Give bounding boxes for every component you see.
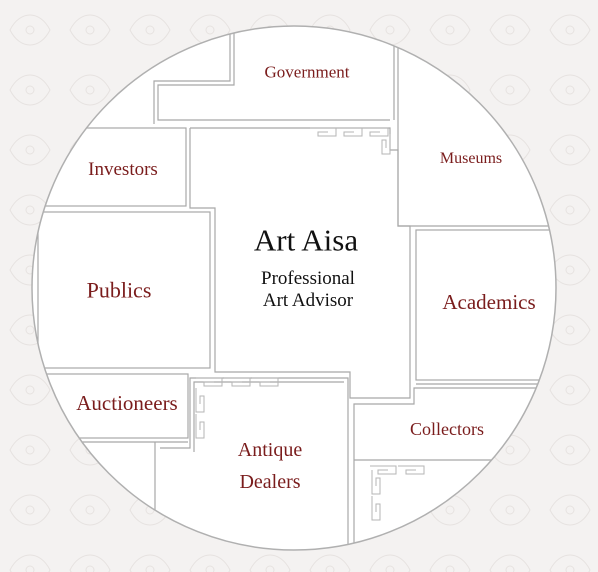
diagram-circle [32,26,556,550]
center-subtitle: Professional Art Advisor [261,268,355,312]
label-investors: Investors [88,159,158,181]
label-government: Government [264,62,350,82]
label-academics: Academics [442,289,536,314]
fret-ornaments [195,127,425,521]
label-museums: Museums [439,150,503,167]
label-antique: Antique [237,439,303,461]
subtitle-line-2: Art Advisor [262,290,354,311]
subtitle-line-1: Professional [261,268,355,290]
label-antique-dealers: Antique Dealers [238,434,302,498]
label-collectors: Collectors [410,418,484,439]
label-publics: Publics [86,277,152,303]
circle-outline [31,25,557,551]
label-auctioneers: Auctioneers [76,390,178,415]
label-dealers: Dealers [239,471,301,493]
center-title: Art Aisa [253,222,359,258]
